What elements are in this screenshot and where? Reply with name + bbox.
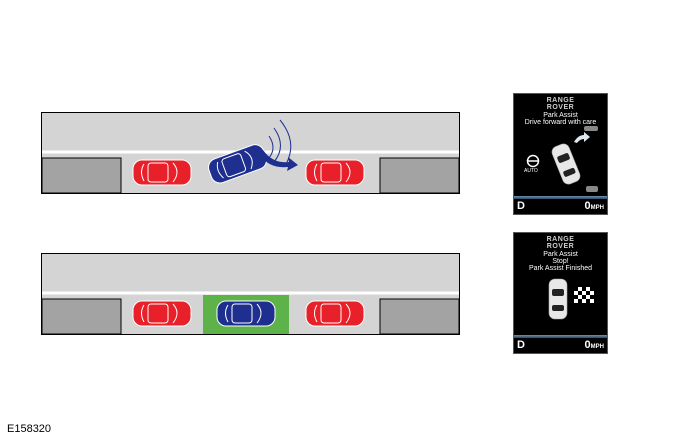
speed-readout: 0MPH — [585, 200, 604, 212]
sensor-waves-icon — [268, 119, 292, 165]
brand-line-2: ROVER — [546, 104, 575, 111]
gear-indicator: D — [517, 200, 525, 212]
reverse-arrow-icon — [259, 150, 298, 171]
park-assist-title: Park Assist — [543, 251, 578, 258]
car-topview-icon — [548, 278, 594, 320]
park-assist-instruction: Drive forward with care — [524, 119, 597, 126]
brand-line-2: ROVER — [546, 243, 575, 250]
speed-value: 0 — [584, 339, 591, 351]
speed-unit: MPH — [590, 205, 604, 211]
brand-line-1: RANGE — [546, 97, 575, 104]
instrument-display-drive-forward: RANGE ROVER Park Assist Drive forward wi… — [513, 93, 608, 215]
auto-label: AUTO — [524, 168, 538, 174]
forward-arrow-icon — [574, 132, 590, 143]
checkered-flag-icon — [574, 287, 594, 303]
active-car-parked — [216, 300, 276, 327]
park-assist-stop: Stop! — [552, 258, 569, 265]
curb-left — [41, 298, 122, 335]
parked-car-rear — [132, 159, 192, 186]
steering-auto-icon — [526, 154, 540, 168]
speed-unit: MPH — [590, 344, 604, 350]
status-bar — [514, 335, 607, 338]
parked-car-front — [305, 300, 365, 327]
car-topview-icon — [551, 126, 598, 192]
curb-right — [379, 298, 460, 335]
gear-indicator: D — [517, 339, 525, 351]
parking-scene-finished — [41, 253, 460, 335]
parked-car-rear — [132, 300, 192, 327]
curb-left — [41, 157, 122, 194]
curb-right — [379, 157, 460, 194]
brand-line-1: RANGE — [546, 236, 575, 243]
instrument-display-finished: RANGE ROVER Park Assist Stop! Park Assis… — [513, 232, 608, 354]
park-assist-finished: Park Assist Finished — [528, 265, 593, 272]
parking-scene-maneuvering — [41, 112, 460, 194]
speed-readout: 0MPH — [585, 339, 604, 351]
status-bar — [514, 196, 607, 199]
figure-id: E158320 — [7, 423, 52, 435]
parked-car-front — [305, 159, 365, 186]
speed-value: 0 — [584, 200, 591, 212]
park-assist-title: Park Assist — [543, 112, 578, 119]
